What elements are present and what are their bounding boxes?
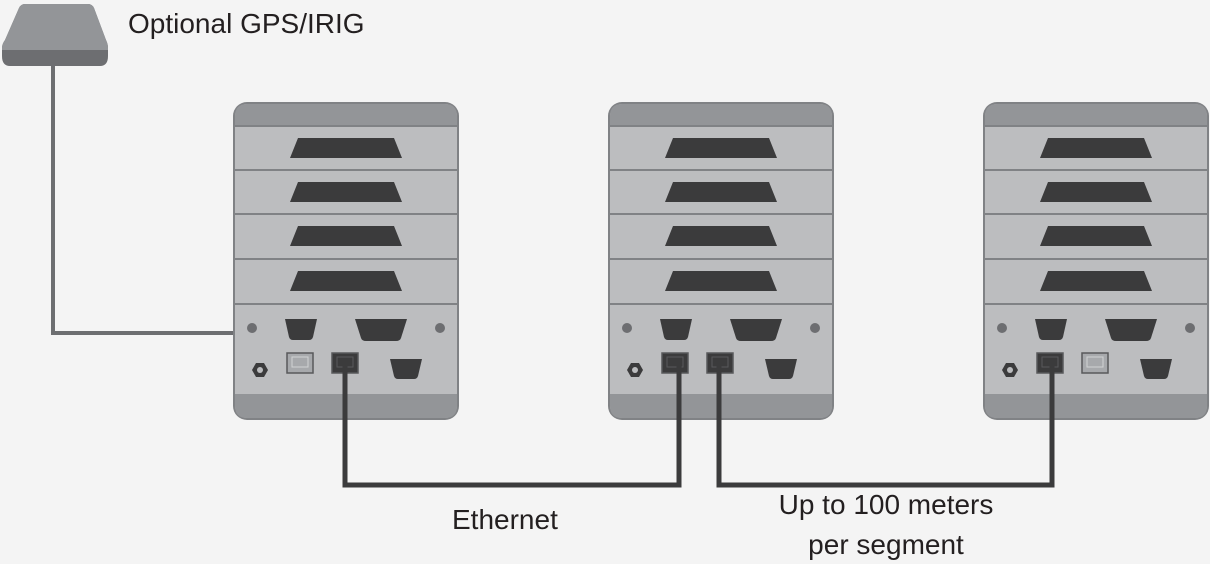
chassis-body [985,104,1207,418]
db9-connector-icon [660,319,692,340]
panel-screw-icon [997,323,1007,333]
card-connector-icon [665,226,777,246]
panel-screw-icon [1185,323,1195,333]
gps-label: Optional GPS/IRIG [128,8,365,39]
rj45-port-inner [291,356,309,368]
chassis-body [235,104,457,418]
gps-cable [51,66,236,335]
db15-connector-icon [1105,319,1157,341]
db15-connector-icon [355,319,407,341]
card-connector-icon [1040,138,1152,158]
panel-screw-icon [435,323,445,333]
db15-connector-icon [730,319,782,341]
card-connector-icon [1040,271,1152,291]
card-connector-icon [290,226,402,246]
ground-terminal-hole [257,367,263,373]
serial-connector-icon [1140,359,1172,379]
card-connector-icon [1040,226,1152,246]
rj45-port-inner [666,356,684,368]
db9-connector-icon [285,319,317,340]
ethernet-cable-middle-right [716,363,1055,488]
gps-antenna-icon [2,4,108,66]
ground-terminal-hole [632,367,638,373]
card-connector-icon [665,271,777,291]
card-connector-icon [290,138,402,158]
serial-connector-icon [390,359,422,379]
panel-screw-icon [810,323,820,333]
panel-screw-icon [622,323,632,333]
rj45-port-icon [286,352,314,374]
rj45-port-icon [661,352,689,374]
card-connector-icon [290,271,402,291]
distance-label-line1: Up to 100 meters [778,489,994,520]
serial-connector-icon [765,359,797,379]
chassis-top-cap [235,104,457,126]
distance-label-line2: per segment [808,529,964,560]
panel-screw-icon [247,323,257,333]
ethernet-label: Ethernet [452,504,558,535]
rj45-port-icon [1081,352,1109,374]
unit-right [983,102,1209,420]
chassis-bottom-cap [985,394,1207,418]
unit-middle [608,102,834,420]
chassis-body [610,104,832,418]
card-connector-icon [665,138,777,158]
ground-terminal-hole [1007,367,1013,373]
chassis-top-cap [985,104,1207,126]
chassis-top-cap [610,104,832,126]
card-connector-icon [1040,182,1152,202]
card-connector-icon [665,182,777,202]
rj45-port-inner [1086,356,1104,368]
card-connector-icon [290,182,402,202]
ethernet-cable-left-middle [342,363,682,488]
db9-connector-icon [1035,319,1067,340]
